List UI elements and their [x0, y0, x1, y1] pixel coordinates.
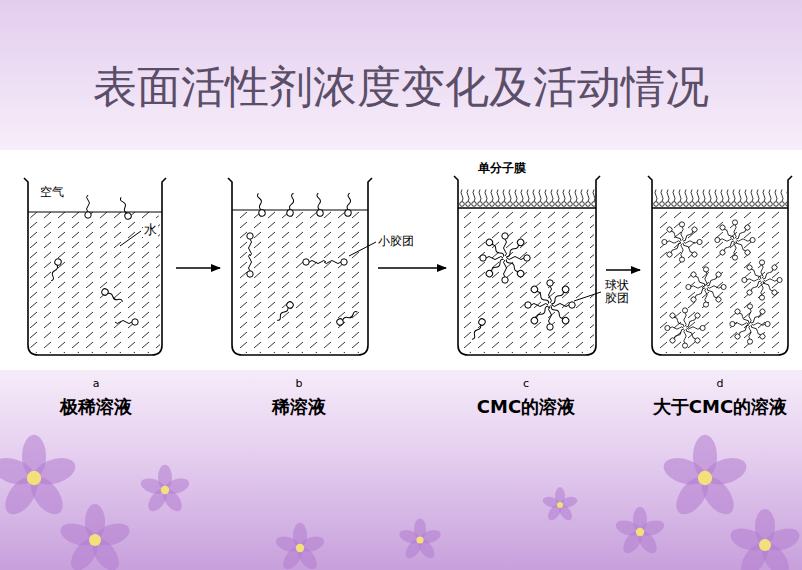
panel-caption: CMC的溶液: [477, 396, 575, 418]
panel-letter: d: [717, 377, 724, 390]
slide-title: 表面活性剂浓度变化及活动情况: [0, 58, 802, 117]
panel-letter: c: [523, 377, 529, 390]
panel-caption: 极稀溶液: [60, 396, 132, 418]
water-label: 水: [143, 221, 158, 239]
panel-letter: a: [93, 377, 100, 390]
flow-arrow: [606, 269, 640, 270]
air-label: 空气: [40, 184, 64, 201]
spherical-micelle-label: 球状胶团: [604, 279, 630, 305]
small-micelle-label: 小胶团: [378, 233, 414, 250]
panel-caption: 大于CMC的溶液: [653, 396, 787, 418]
panel-caption: 稀溶液: [272, 396, 326, 418]
beaker-panel: b 稀溶液: [222, 172, 376, 422]
flow-arrow: [176, 267, 220, 268]
beaker-panel: a 极稀溶液: [18, 172, 174, 422]
beaker-panel: d 大于CMC的溶液: [642, 172, 798, 422]
panel-letter: b: [296, 377, 303, 390]
beaker-panel: cCMC的溶液: [448, 172, 604, 422]
monolayer-label: 单分子膜: [478, 160, 526, 177]
flow-arrow: [378, 267, 446, 268]
